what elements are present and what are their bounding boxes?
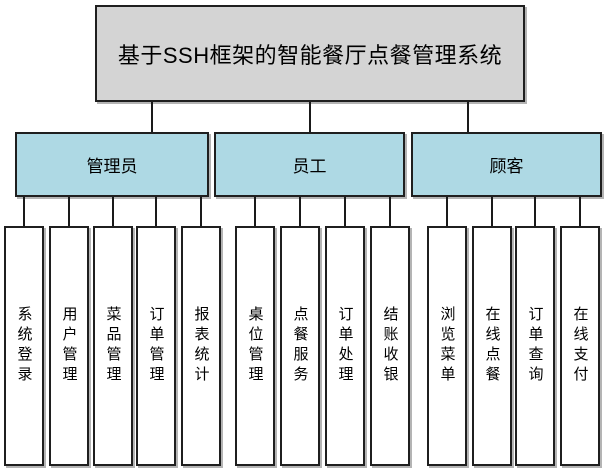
leaf-node-dish-management: 菜品管理 (93, 226, 133, 466)
leaf-node-label: 在线支付 (571, 306, 589, 386)
leaf-node-label: 订单处理 (336, 306, 354, 386)
leaf-node-table-management: 桌位管理 (235, 226, 275, 466)
leaf-node-label: 用户管理 (60, 306, 78, 386)
group-node-admin: 管理员 (15, 132, 209, 197)
leaf-node-online-ordering: 在线点餐 (472, 226, 512, 466)
connector-line (23, 197, 25, 226)
leaf-node-ordering-service: 点餐服务 (280, 226, 320, 466)
leaf-node-user-management: 用户管理 (49, 226, 89, 466)
leaf-node-report-statistics: 报表统计 (181, 226, 221, 466)
group-node-label: 员工 (292, 157, 327, 176)
leaf-node-label: 浏览菜单 (438, 306, 456, 386)
leaf-node-label: 点餐服务 (291, 306, 309, 386)
connector-line (491, 197, 493, 226)
leaf-node-checkout-cashier: 结账收银 (370, 226, 410, 466)
leaf-node-system-login: 系统登录 (4, 226, 44, 466)
group-node-customer: 顾客 (411, 132, 602, 197)
leaf-node-order-management: 订单管理 (136, 226, 176, 466)
leaf-node-label: 结账收银 (381, 306, 399, 386)
group-node-label: 顾客 (489, 157, 524, 176)
connector-line (389, 197, 391, 226)
leaf-node-label: 桌位管理 (246, 306, 264, 386)
connector-line (254, 197, 256, 226)
group-node-staff: 员工 (214, 132, 405, 197)
connector-line (579, 197, 581, 226)
leaf-node-label: 报表统计 (192, 306, 210, 386)
connector-line (112, 197, 114, 226)
root-node-label: 基于SSH框架的智能餐厅点餐管理系统 (117, 42, 503, 68)
connector-line (467, 102, 469, 132)
leaf-node-online-payment: 在线支付 (560, 226, 600, 466)
connector-line (446, 197, 448, 226)
connector-line (534, 197, 536, 226)
connector-line (309, 102, 311, 132)
connector-line (151, 102, 153, 132)
leaf-node-label: 订单管理 (147, 306, 165, 386)
leaf-node-label: 在线点餐 (483, 306, 501, 386)
leaf-node-browse-menu: 浏览菜单 (427, 226, 467, 466)
leaf-node-label: 菜品管理 (104, 306, 122, 386)
leaf-node-order-query: 订单查询 (515, 226, 555, 466)
root-node: 基于SSH框架的智能餐厅点餐管理系统 (95, 5, 525, 102)
group-node-label: 管理员 (86, 157, 138, 176)
connector-line (299, 197, 301, 226)
leaf-node-label: 系统登录 (15, 306, 33, 386)
connector-line (68, 197, 70, 226)
leaf-node-order-processing: 订单处理 (325, 226, 365, 466)
leaf-node-label: 订单查询 (526, 306, 544, 386)
connector-line (155, 197, 157, 226)
connector-line (200, 197, 202, 226)
connector-line (344, 197, 346, 226)
